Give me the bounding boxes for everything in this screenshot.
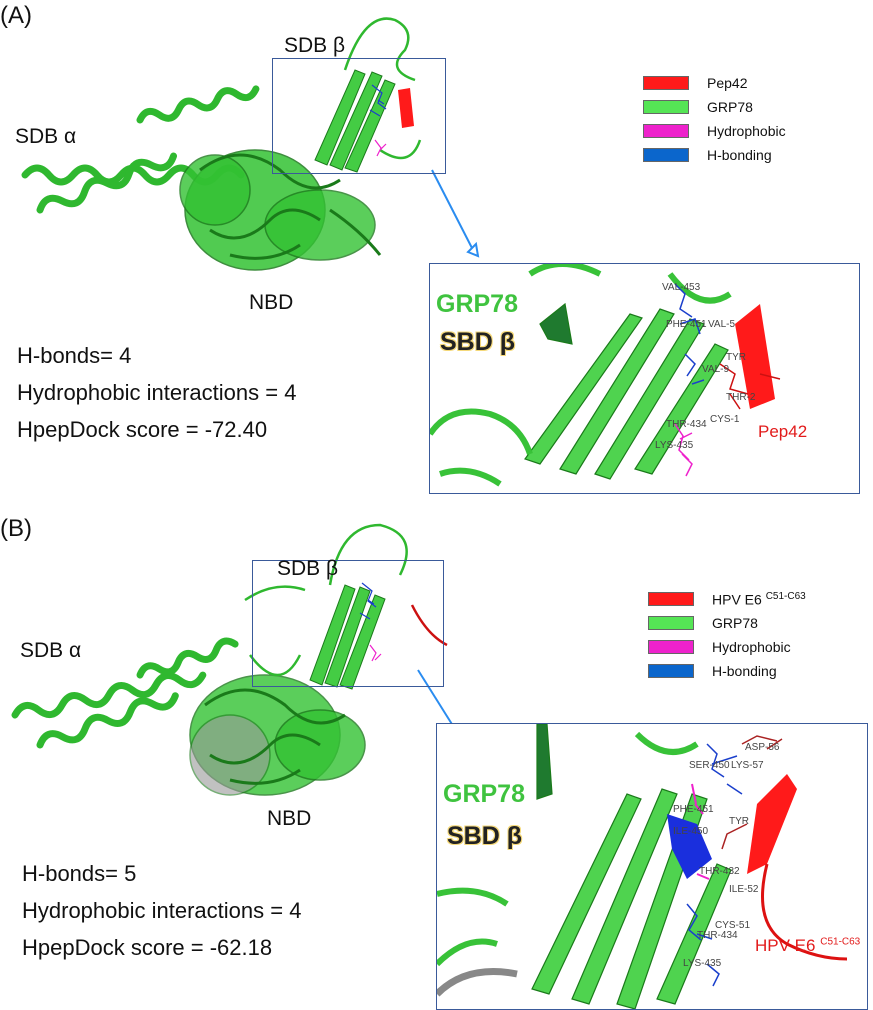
residue-label: THR-434 bbox=[697, 930, 738, 941]
sdb-alpha-helix-1 bbox=[11, 671, 207, 719]
legend-swatch bbox=[648, 616, 694, 630]
panel-b-structure-overview bbox=[11, 523, 472, 796]
legend-item: GRP78 bbox=[648, 611, 806, 635]
legend-label: Hydrophobic bbox=[712, 639, 791, 655]
residue-label: THR-2 bbox=[726, 392, 756, 403]
zoom-structure bbox=[430, 264, 781, 487]
pep42-structure bbox=[398, 88, 414, 128]
legend-item: Hydrophobic bbox=[643, 119, 786, 143]
sdb-alpha-label: SDB α bbox=[20, 639, 82, 662]
zoom-panel: GRP78 SBD β HPV E6 C51-C63 ASP-56 SER-45… bbox=[436, 723, 868, 1010]
zoom-panel: GRP78 SBD β Pep42 VAL-453 PHE-451 VAL-5 … bbox=[429, 263, 860, 494]
legend-swatch bbox=[648, 664, 694, 678]
zoom-peptide-label: Pep42 bbox=[758, 422, 808, 441]
residue-label: THR-434 bbox=[666, 419, 707, 430]
residue-label: PHE-451 bbox=[666, 319, 707, 330]
hbonds-count: H-bonds= 5 bbox=[22, 861, 137, 886]
zoom-arrow bbox=[431, 169, 474, 251]
legend-item: Hydrophobic bbox=[648, 635, 806, 659]
panel-a-label: (A) bbox=[0, 2, 32, 29]
residue-label: TYR bbox=[729, 816, 749, 827]
legend-label-sup: C51-C63 bbox=[765, 590, 806, 602]
docking-stats: H-bonds= 4 Hydrophobic interactions = 4 … bbox=[17, 337, 296, 448]
zoom-domain-label: SBD β bbox=[447, 822, 522, 850]
residue-label: VAL-5 bbox=[708, 319, 736, 330]
panel-b-label: (B) bbox=[0, 515, 32, 542]
panel-b: (B) bbox=[0, 505, 873, 1010]
sdb-alpha-helix-2 bbox=[36, 692, 179, 749]
selection-box bbox=[272, 58, 446, 174]
legend-item: H-bonding bbox=[643, 143, 786, 167]
legend-label-main: HPV E6 bbox=[712, 591, 762, 608]
hydrophobic-count: Hydrophobic interactions = 4 bbox=[22, 898, 302, 923]
residue-label: LYS-435 bbox=[683, 958, 722, 969]
legend-label: H-bonding bbox=[712, 663, 777, 679]
sdb-beta-label: SDB β bbox=[284, 34, 346, 57]
legend-label: GRP78 bbox=[712, 615, 758, 631]
legend-item: Pep42 bbox=[643, 71, 786, 95]
legend-label: GRP78 bbox=[707, 99, 753, 115]
legend-item: H-bonding bbox=[648, 659, 806, 683]
legend-swatch bbox=[643, 124, 689, 138]
hpepdock-score: HpepDock score = -62.18 bbox=[22, 935, 273, 960]
panel-a-structure-overview bbox=[21, 17, 480, 271]
legend-swatch bbox=[643, 76, 689, 90]
zoom-protein-label: GRP78 bbox=[443, 780, 525, 808]
residue-label: VAL-453 bbox=[662, 282, 701, 293]
residue-label: PHE-451 bbox=[673, 804, 714, 815]
legend-swatch bbox=[648, 640, 694, 654]
residue-label: ILE-450 bbox=[673, 826, 709, 837]
residue-label: LYS-57 bbox=[731, 760, 764, 771]
residue-label: TYR bbox=[726, 352, 746, 363]
zoom-domain-label: SBD β bbox=[440, 328, 515, 356]
nbd-label: NBD bbox=[267, 807, 312, 830]
residue-label: LYS-435 bbox=[655, 440, 694, 451]
residue-label: ILE-52 bbox=[729, 884, 759, 895]
residue-label: ASP-56 bbox=[745, 742, 780, 753]
pep42-zoom-structure bbox=[735, 304, 775, 409]
sdb-alpha-helix-2 bbox=[36, 152, 178, 214]
legend-item: GRP78 bbox=[643, 95, 786, 119]
residue-label: CYS-51 bbox=[715, 920, 751, 931]
sdb-alpha-helix-3 bbox=[136, 85, 260, 124]
docking-stats: H-bonds= 5 Hydrophobic interactions = 4 … bbox=[22, 855, 301, 966]
legend-label: Pep42 bbox=[707, 75, 748, 91]
sdb-alpha-label: SDB α bbox=[15, 125, 77, 148]
selection-box bbox=[252, 560, 444, 687]
residue-label: THR-432 bbox=[699, 866, 740, 877]
legend-swatch bbox=[648, 592, 694, 606]
residue-label: CYS-1 bbox=[710, 414, 740, 425]
legend-label: HPV E6 C51-C63 bbox=[712, 591, 806, 608]
legend-label: H-bonding bbox=[707, 147, 772, 163]
hpepdock-score: HpepDock score = -72.40 bbox=[17, 417, 268, 442]
sdb-alpha-helix-3 bbox=[136, 637, 239, 679]
legend: HPV E6 C51-C63 GRP78 Hydrophobic H-bondi… bbox=[648, 587, 806, 683]
residue-label: VAL-9 bbox=[702, 364, 730, 375]
h-bond-cluster bbox=[667, 814, 712, 879]
residue-label: SER-450 bbox=[689, 760, 730, 771]
hbonds-count: H-bonds= 4 bbox=[17, 343, 132, 368]
nbd-label: NBD bbox=[249, 291, 294, 314]
legend-item: HPV E6 C51-C63 bbox=[648, 587, 806, 611]
hpv-e6-zoom-structure bbox=[747, 774, 797, 874]
legend-swatch bbox=[643, 100, 689, 114]
zoom-peptide-label: HPV E6 C51-C63 bbox=[755, 936, 860, 956]
zoom-protein-label: GRP78 bbox=[436, 290, 518, 318]
zoom-structure bbox=[437, 724, 848, 1009]
legend-swatch bbox=[643, 148, 689, 162]
sdb-beta-label: SDB β bbox=[277, 557, 339, 580]
zoom-arrow-head bbox=[466, 241, 480, 258]
hydrophobic-count: Hydrophobic interactions = 4 bbox=[17, 380, 297, 405]
legend-label: Hydrophobic bbox=[707, 123, 786, 139]
legend: Pep42 GRP78 Hydrophobic H-bonding bbox=[643, 71, 786, 167]
zoom-peptide-sup: C51-C63 bbox=[820, 936, 861, 948]
zoom-peptide-main: HPV E6 bbox=[755, 936, 816, 955]
panel-a: (A) bbox=[0, 2, 860, 494]
